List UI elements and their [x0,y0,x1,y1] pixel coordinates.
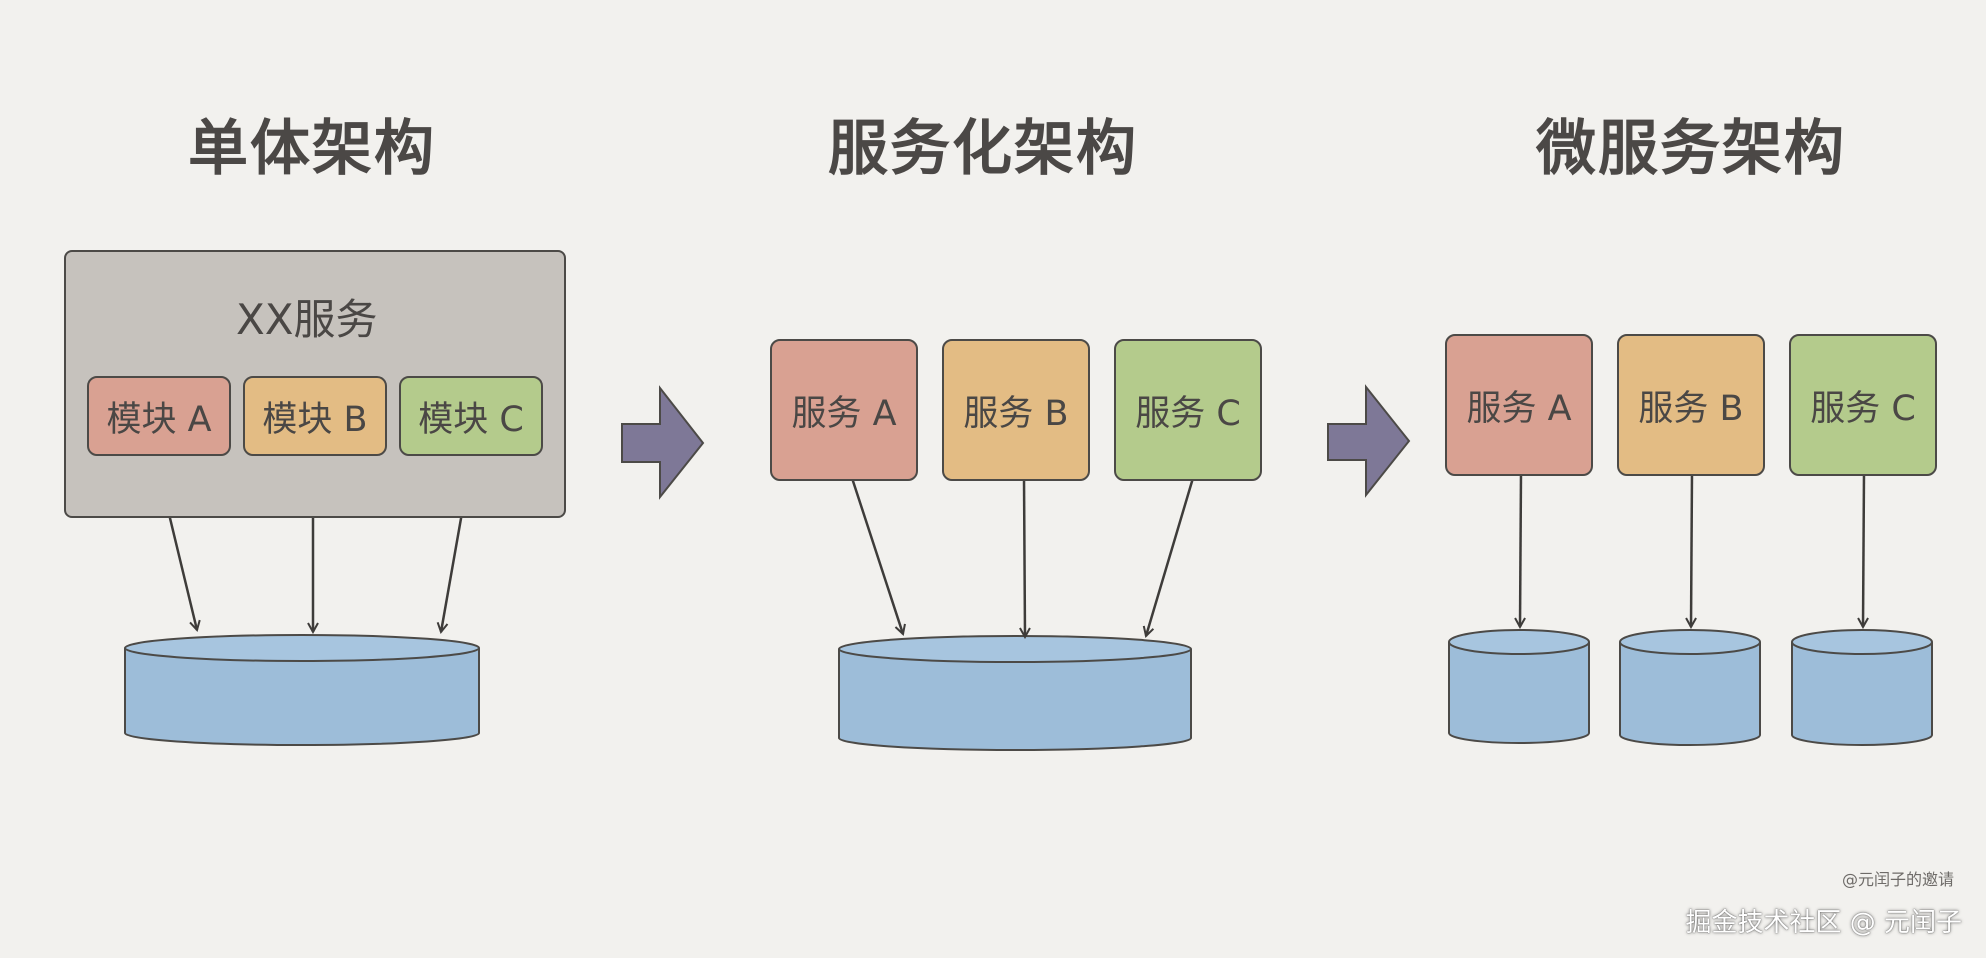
ms-service-a-label: 服务 A [1466,388,1572,429]
connector-ms-c [1863,471,1864,627]
ms-service-c-label: 服务 C [1810,388,1916,429]
database-ms-c [1791,629,1933,746]
connector-ms-b [1691,471,1692,627]
transition-arrow-2 [1327,384,1411,498]
soa-service-c: 服务 C [1114,339,1262,481]
ms-service-b: 服务 B [1617,334,1765,476]
module-a-label: 模块 A [106,399,212,440]
module-c-label: 模块 C [418,399,524,440]
soa-service-b: 服务 B [942,339,1090,481]
module-b: 模块 B [243,376,387,456]
ms-service-b-label: 服务 B [1638,388,1744,429]
title-soa: 服务化架构 [828,114,1138,184]
database-soa [838,635,1192,751]
module-b-label: 模块 B [262,399,368,440]
title-microservice: 微服务架构 [1536,114,1846,184]
connector-soa-c [1146,477,1195,636]
soa-service-a-label: 服务 A [791,393,897,434]
database-ms-a [1448,629,1590,744]
author-watermark: @元闰子的邀请 [1841,870,1954,889]
transition-arrow-1 [621,385,705,500]
module-a: 模块 A [87,376,231,456]
connector-ms-a [1520,471,1521,627]
title-monolith: 单体架构 [188,114,436,184]
database-ms-b [1619,629,1761,746]
connector-soa-b [1024,477,1025,637]
soa-service-b-label: 服务 B [963,393,1069,434]
site-watermark: 掘金技术社区 @ 元闰子 [1685,908,1962,938]
soa-service-a: 服务 A [770,339,918,481]
module-c: 模块 C [399,376,543,456]
connector-soa-a [850,477,903,634]
soa-service-c-label: 服务 C [1135,393,1241,434]
database-monolith [124,634,480,746]
ms-service-a: 服务 A [1445,334,1593,476]
ms-service-c: 服务 C [1789,334,1937,476]
monolith-service-label: XX服务 [236,295,378,344]
